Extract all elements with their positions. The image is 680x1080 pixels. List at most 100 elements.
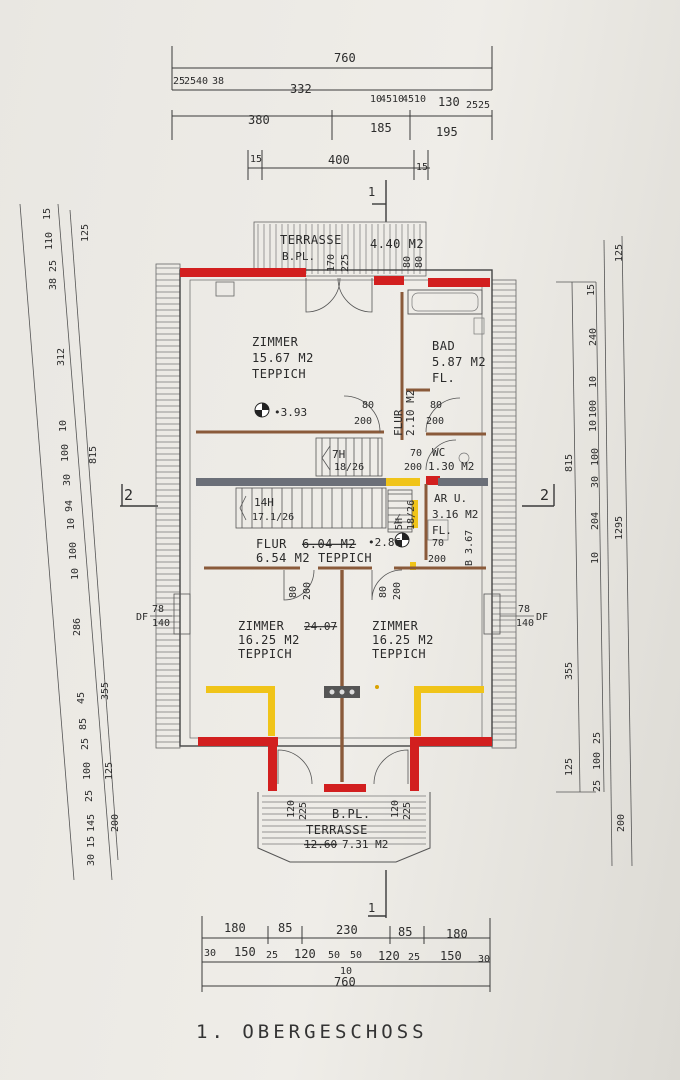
svg-text:30: 30	[62, 474, 73, 486]
svg-text:94: 94	[64, 500, 75, 512]
dim-top-r3: 400	[328, 153, 350, 167]
room-wc: WC 1.30 M2	[428, 446, 474, 473]
svg-text:30: 30	[86, 854, 97, 866]
stair-labels: 7H 18/26 14H 17.1/26 5H 18/26	[252, 448, 417, 530]
svg-text:TEPPICH: TEPPICH	[318, 551, 372, 565]
stairs	[235, 437, 413, 533]
dim-top-r1: 10	[414, 94, 426, 105]
svg-text:10: 10	[70, 568, 81, 580]
svg-text:125: 125	[564, 758, 575, 776]
terrace-bottom-outline	[257, 792, 431, 863]
svg-text:10: 10	[588, 420, 599, 432]
plan-title: 1. OBERGESCHOSS	[196, 1021, 428, 1043]
svg-text:B 3.67: B 3.67	[464, 530, 475, 566]
svg-text:TEPPICH: TEPPICH	[252, 367, 306, 381]
svg-text:50: 50	[350, 950, 362, 961]
svg-text:204: 204	[590, 512, 601, 530]
svg-text:100: 100	[82, 762, 93, 780]
svg-text:1.30 M2: 1.30 M2	[428, 460, 474, 473]
svg-text:100: 100	[60, 444, 71, 462]
svg-text:1: 1	[368, 901, 375, 915]
dim-top-r2: 185	[370, 121, 392, 135]
dim-top-r1: 40	[196, 76, 208, 87]
room-flur-upper: FLUR 2.10 M2	[392, 390, 417, 436]
svg-text:DF: DF	[536, 612, 548, 623]
svg-text:BAD: BAD	[432, 339, 455, 353]
section-mark-left: 2	[120, 484, 158, 507]
svg-text:25: 25	[48, 260, 59, 272]
svg-text:10: 10	[66, 518, 77, 530]
room-terrace-bottom: B.PL. TERRASSE 12.60 7.31 M2 120 225 120…	[286, 800, 413, 851]
svg-text:225: 225	[298, 802, 309, 820]
svg-text:100: 100	[590, 448, 601, 466]
svg-text:16.25 M2: 16.25 M2	[238, 633, 300, 647]
svg-text:200: 200	[302, 582, 313, 600]
dim-top-r3: 15	[250, 154, 262, 165]
svg-text:170: 170	[326, 254, 337, 272]
svg-text:ZIMMER: ZIMMER	[252, 335, 299, 349]
dim-top-r1: 38	[212, 76, 224, 87]
room-flur-main: FLUR 6.04 M2 6.54 M2 TEPPICH •2.86	[256, 536, 401, 565]
svg-text:150: 150	[440, 949, 462, 963]
svg-text:140: 140	[516, 618, 534, 629]
room-bad: BAD 5.87 M2 FL.	[432, 339, 486, 385]
svg-text:120: 120	[390, 800, 401, 818]
roof-hatch-right	[491, 279, 517, 749]
svg-text:100: 100	[592, 752, 603, 770]
svg-text:2.10 M2: 2.10 M2	[404, 390, 417, 436]
svg-text:25: 25	[266, 950, 278, 961]
svg-text:7.31 M2: 7.31 M2	[342, 838, 388, 851]
svg-text:10: 10	[58, 420, 69, 432]
top-dimensions: 760 25 25 40 38 332 10 45 10 45 10 130 2…	[171, 46, 493, 180]
svg-text:120: 120	[294, 947, 316, 961]
svg-text:25: 25	[592, 732, 603, 744]
svg-text:10: 10	[340, 966, 352, 977]
svg-text:225: 225	[340, 254, 351, 272]
section-mark-top: 1	[368, 180, 387, 222]
bottom-dimensions: 180 85 230 85 180 30 150 25 120 50 50 12…	[201, 916, 491, 992]
dim-top-r1: 10	[392, 94, 404, 105]
level-value: •2.86	[368, 536, 401, 549]
svg-text:38: 38	[48, 278, 59, 290]
svg-text:25: 25	[592, 780, 603, 792]
svg-text:50: 50	[328, 950, 340, 961]
svg-text:5H: 5H	[394, 518, 405, 530]
svg-text:6.04 M2: 6.04 M2	[302, 537, 356, 551]
svg-text:15.67 M2: 15.67 M2	[252, 351, 314, 365]
svg-text:3.16 M2: 3.16 M2	[432, 508, 478, 521]
svg-text:30: 30	[478, 954, 490, 965]
svg-text:85: 85	[78, 718, 89, 730]
svg-text:815: 815	[564, 454, 575, 472]
svg-text:240: 240	[588, 328, 599, 346]
svg-text:100: 100	[588, 400, 599, 418]
left-dimensions: 15 110 38 25 312 10 100 30 94 10 100 10 …	[19, 203, 121, 881]
svg-text:125: 125	[80, 224, 91, 242]
svg-text:120: 120	[378, 949, 400, 963]
roof-hatch-left	[155, 263, 181, 749]
svg-text:TEPPICH: TEPPICH	[372, 647, 426, 661]
svg-text:80: 80	[414, 256, 425, 268]
svg-text:180: 180	[224, 921, 246, 935]
section-mark-right: 2	[522, 484, 555, 507]
svg-text:30: 30	[204, 948, 216, 959]
svg-text:15: 15	[42, 208, 53, 220]
svg-text:B.PL.: B.PL.	[332, 807, 371, 821]
svg-text:5.87 M2: 5.87 M2	[432, 355, 486, 369]
svg-text:140: 140	[152, 618, 170, 629]
svg-text:125: 125	[614, 244, 625, 262]
svg-text:80: 80	[378, 586, 389, 598]
svg-text:120: 120	[286, 800, 297, 818]
room-zimmer-se: ZIMMER 16.25 M2 TEPPICH	[372, 619, 433, 661]
svg-text:80: 80	[430, 400, 442, 411]
svg-text:85: 85	[398, 925, 412, 939]
svg-text:15: 15	[86, 836, 97, 848]
walls-red	[180, 268, 492, 792]
svg-text:TERRASSE: TERRASSE	[280, 233, 342, 247]
level-value: •3.93	[274, 406, 307, 419]
room-ar: AR U. 3.16 M2 FL. B 3.67	[432, 492, 478, 566]
svg-text:80: 80	[288, 586, 299, 598]
dormer-labels: 78 DF 140 78 DF 140	[136, 604, 548, 629]
building-outline	[173, 269, 501, 747]
